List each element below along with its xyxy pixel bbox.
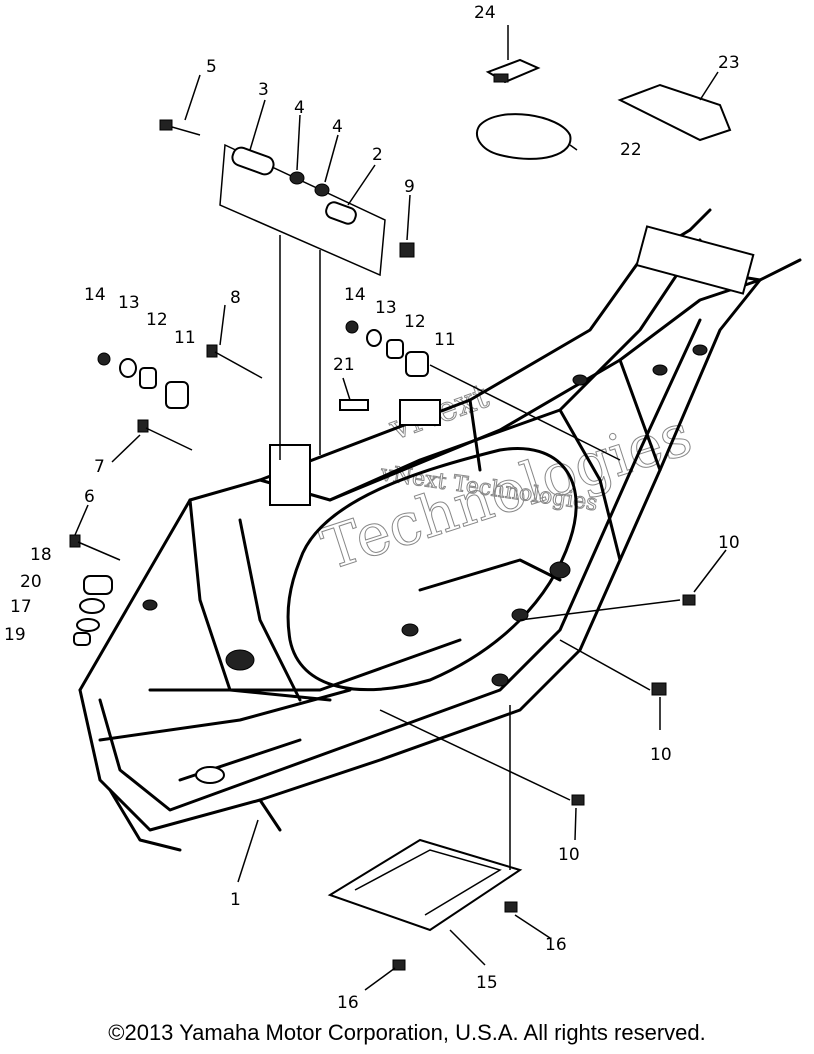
callout-14a: 14	[84, 285, 106, 305]
frame-illustration	[78, 208, 802, 852]
callout-1: 1	[230, 890, 241, 910]
callout-4b: 4	[332, 117, 343, 137]
exploded-parts	[69, 58, 732, 971]
callout-9: 9	[404, 177, 415, 197]
callout-11a: 11	[174, 328, 196, 348]
callout-12b: 12	[404, 312, 426, 332]
callout-14b: 14	[344, 285, 366, 305]
callout-labels: 1 2 3 4 4 5 6 7 8 9 10 10 10 11 11 12 12…	[4, 3, 740, 1013]
callout-8: 8	[230, 288, 241, 308]
callout-11b: 11	[434, 330, 456, 350]
callout-4a: 4	[294, 98, 305, 118]
callout-5: 5	[206, 57, 217, 77]
watermark: vNext Technologies vNext Technologies	[313, 375, 700, 583]
callout-15: 15	[476, 973, 498, 993]
callout-16b: 16	[337, 993, 359, 1013]
callout-10a: 10	[718, 533, 740, 553]
callout-22: 22	[620, 140, 642, 160]
callout-12a: 12	[146, 310, 168, 330]
callout-13a: 13	[118, 293, 140, 313]
callout-24: 24	[474, 3, 496, 23]
callout-17: 17	[10, 597, 32, 617]
callout-6: 6	[84, 487, 95, 507]
callout-18: 18	[30, 545, 52, 565]
leader-lines	[74, 25, 727, 991]
callout-21: 21	[333, 355, 355, 375]
bracket-outline	[219, 143, 386, 277]
callout-19: 19	[4, 625, 26, 645]
callout-16a: 16	[545, 935, 567, 955]
callout-2: 2	[372, 145, 383, 165]
callout-13b: 13	[375, 298, 397, 318]
callout-3: 3	[258, 80, 269, 100]
callout-20: 20	[20, 572, 42, 592]
callout-23: 23	[718, 53, 740, 73]
callout-7: 7	[94, 457, 105, 477]
callout-10c: 10	[558, 845, 580, 865]
callout-10b: 10	[650, 745, 672, 765]
copyright-notice: ©2013 Yamaha Motor Corporation, U.S.A. A…	[108, 1020, 706, 1045]
